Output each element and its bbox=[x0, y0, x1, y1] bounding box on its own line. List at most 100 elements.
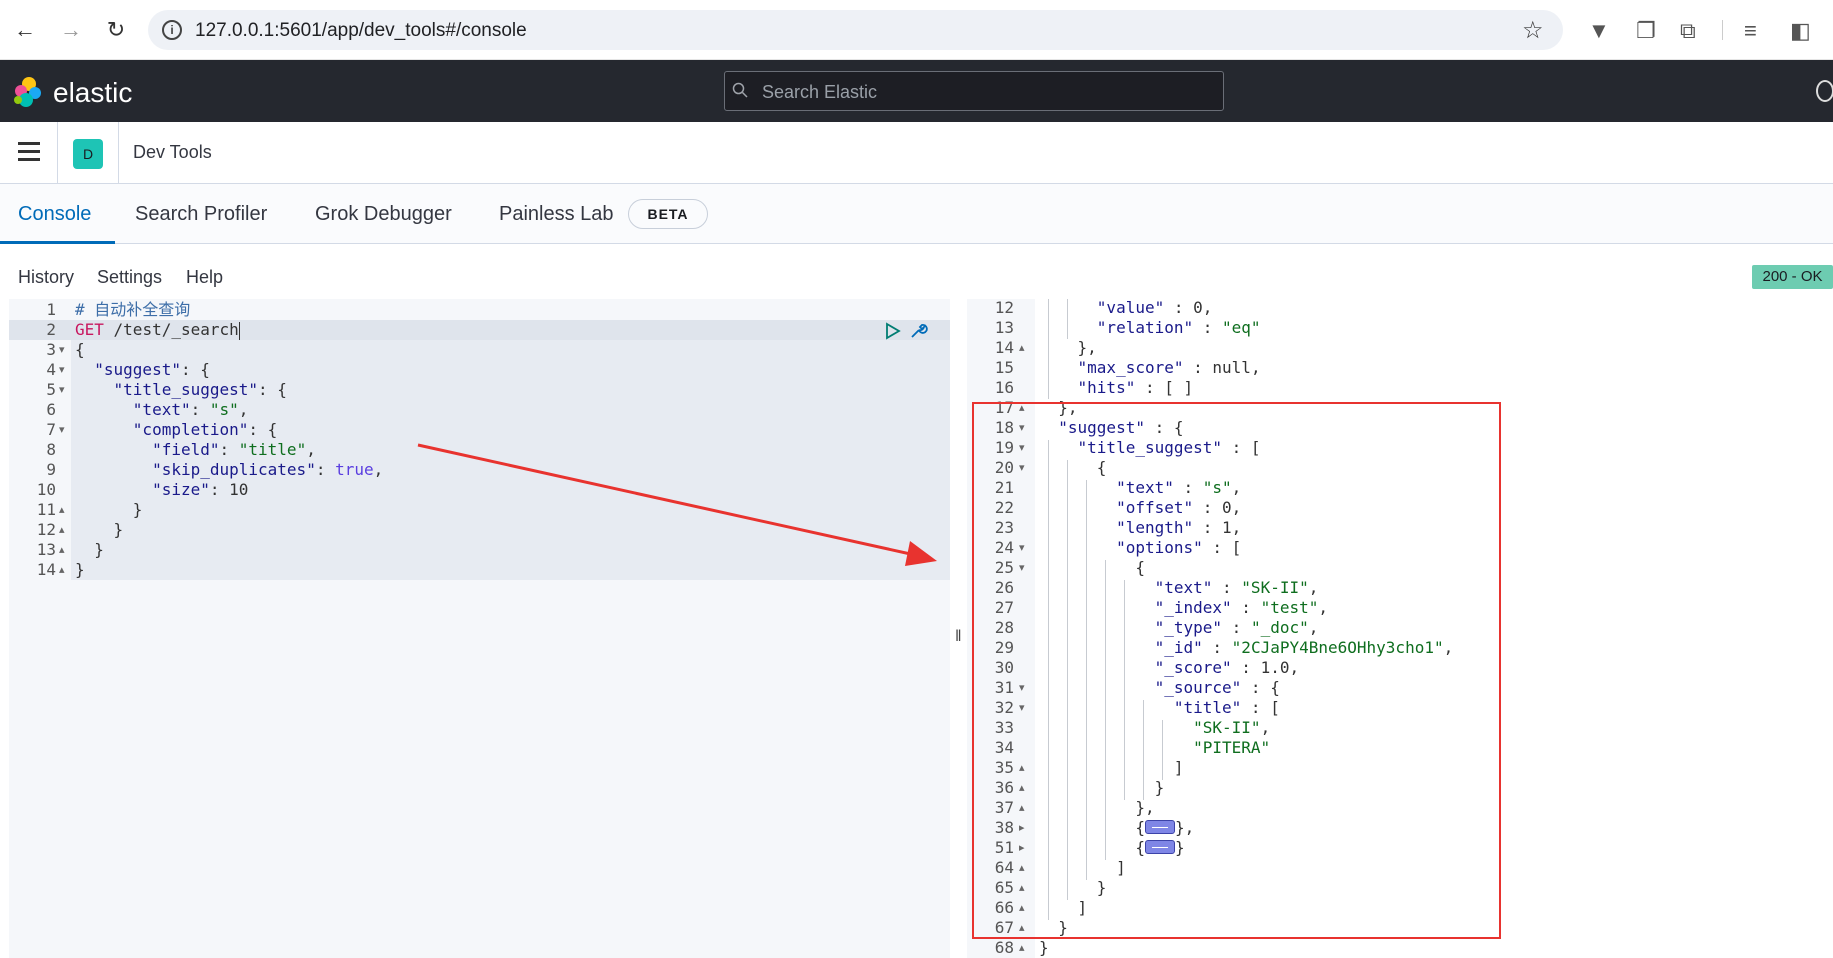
elastic-logo-text[interactable]: elastic bbox=[53, 77, 133, 108]
extension-v-icon[interactable]: ▼ bbox=[1588, 18, 1610, 43]
fold-arrow-icon[interactable]: ▾ bbox=[59, 364, 65, 376]
response-code-line: "value" : 0, bbox=[1096, 298, 1213, 317]
unfold-arrow-icon[interactable]: ▴ bbox=[1019, 802, 1025, 814]
response-code-line: "length" : 1, bbox=[1116, 518, 1242, 537]
collapsed-block-icon[interactable] bbox=[1144, 839, 1175, 854]
unfold-arrow-icon[interactable]: ▴ bbox=[1019, 762, 1025, 774]
request-line-number: 1 bbox=[46, 300, 56, 319]
help-menu-icon[interactable] bbox=[1816, 80, 1833, 102]
help-link[interactable]: Help bbox=[186, 267, 224, 287]
fold-arrow-icon[interactable]: ▾ bbox=[59, 344, 65, 356]
fold-arrow-icon[interactable]: ▾ bbox=[1019, 562, 1025, 574]
unfold-arrow-icon[interactable]: ▴ bbox=[59, 524, 65, 536]
response-code-line: { bbox=[1039, 458, 1107, 477]
request-line-number: 12 bbox=[36, 520, 56, 539]
hamburger-menu-icon[interactable] bbox=[18, 142, 40, 166]
response-line-number: 21 bbox=[994, 478, 1014, 497]
fold-arrow-icon[interactable]: ▾ bbox=[59, 424, 65, 436]
app-bar-divider bbox=[118, 122, 119, 184]
request-code-line[interactable]: "title_suggest": { bbox=[113, 380, 287, 399]
unfold-arrow-icon[interactable]: ▴ bbox=[1019, 902, 1025, 914]
unfold-arrow-icon[interactable]: ▴ bbox=[1019, 402, 1025, 414]
indent-guide bbox=[1048, 299, 1049, 399]
request-comment-line[interactable]: # 自动补全查询 bbox=[75, 300, 190, 320]
request-code-line[interactable]: "text": "s", bbox=[132, 400, 249, 419]
request-code-line[interactable]: } bbox=[75, 540, 104, 559]
unfold-arrow-icon[interactable]: ▴ bbox=[59, 504, 65, 516]
unfold-arrow-icon[interactable]: ▴ bbox=[1019, 882, 1025, 894]
extension-copy-icon[interactable]: ❐ bbox=[1636, 18, 1656, 43]
unfold-arrow-icon[interactable]: ▴ bbox=[59, 544, 65, 556]
history-link[interactable]: History bbox=[18, 267, 75, 287]
request-code-line[interactable]: "suggest": { bbox=[94, 360, 210, 379]
toolbar-separator bbox=[1722, 20, 1723, 40]
fold-arrow-icon[interactable]: ▾ bbox=[1019, 682, 1025, 694]
send-request-play-icon[interactable] bbox=[885, 322, 901, 340]
fold-arrow-icon[interactable]: ▾ bbox=[59, 384, 65, 396]
fold-arrow-icon[interactable]: ▾ bbox=[1019, 542, 1025, 554]
response-line-number: 13 bbox=[994, 318, 1014, 337]
fold-arrow-icon[interactable]: ▾ bbox=[1019, 442, 1025, 454]
tab-search-profiler[interactable]: Search Profiler bbox=[135, 203, 268, 225]
unfold-arrow-icon[interactable]: ▴ bbox=[1019, 782, 1025, 794]
request-code-line[interactable]: "field": "title", bbox=[152, 440, 316, 459]
bookmark-star-icon[interactable]: ☆ bbox=[1522, 17, 1544, 44]
side-panel-icon[interactable]: ◧ bbox=[1790, 18, 1811, 43]
request-line-number: 6 bbox=[46, 400, 56, 419]
request-code-line[interactable]: { bbox=[75, 340, 85, 359]
request-code-line[interactable]: "skip_duplicates": true, bbox=[152, 460, 384, 479]
collapsed-block-icon[interactable] bbox=[1144, 819, 1175, 834]
request-code-line[interactable]: "size": 10 bbox=[152, 480, 249, 499]
unfold-arrow-icon[interactable]: ▴ bbox=[1019, 942, 1025, 954]
response-line-number: 66 bbox=[994, 898, 1014, 917]
reload-icon[interactable]: ↻ bbox=[106, 17, 126, 42]
request-gutter bbox=[9, 299, 71, 958]
response-line-number: 34 bbox=[994, 738, 1014, 757]
reading-list-icon[interactable]: ≡ bbox=[1744, 18, 1757, 43]
fold-arrow-icon[interactable]: ▾ bbox=[1019, 702, 1025, 714]
request-code-line[interactable]: "completion": { bbox=[132, 420, 278, 439]
unfold-arrow-icon[interactable]: ▴ bbox=[1019, 342, 1025, 354]
request-line-number: 10 bbox=[36, 480, 56, 499]
request-line-number: 8 bbox=[46, 440, 56, 459]
panel-resize-handle[interactable]: ‖ bbox=[955, 628, 962, 645]
response-line-number: 29 bbox=[994, 638, 1014, 657]
response-code-line: "max_score" : null, bbox=[1077, 358, 1261, 377]
unfold-arrow-icon[interactable]: ▴ bbox=[1019, 922, 1025, 934]
request-code-line[interactable]: } bbox=[75, 560, 85, 579]
url-text[interactable]: 127.0.0.1:5601/app/dev_tools#/console bbox=[195, 20, 527, 41]
unfold-arrow-icon[interactable]: ▸ bbox=[1019, 822, 1025, 834]
response-line-number: 26 bbox=[994, 578, 1014, 597]
back-arrow-icon[interactable]: ← bbox=[14, 17, 36, 42]
breadcrumb[interactable]: Dev Tools bbox=[133, 142, 212, 162]
request-code-line[interactable]: } bbox=[75, 520, 124, 539]
fold-arrow-icon[interactable]: ▾ bbox=[1019, 422, 1025, 434]
forward-arrow-icon[interactable]: → bbox=[60, 17, 82, 42]
response-line-number: 36 bbox=[994, 778, 1014, 797]
response-code-line: }, bbox=[1039, 338, 1097, 357]
space-avatar[interactable]: D bbox=[73, 139, 103, 169]
unfold-arrow-icon[interactable]: ▴ bbox=[59, 564, 65, 576]
elastic-logo-icon[interactable] bbox=[12, 76, 44, 108]
tab-console[interactable]: Console bbox=[18, 203, 92, 225]
response-code-line: "hits" : [ ] bbox=[1077, 378, 1194, 397]
response-line-number: 14 bbox=[994, 338, 1014, 357]
unfold-arrow-icon[interactable]: ▴ bbox=[1019, 862, 1025, 874]
tab-painless-lab[interactable]: Painless Lab bbox=[499, 203, 614, 225]
response-code-line: {} bbox=[1039, 838, 1185, 857]
settings-link[interactable]: Settings bbox=[97, 267, 163, 287]
fold-arrow-icon[interactable]: ▾ bbox=[1019, 462, 1025, 474]
tab-grok-debugger[interactable]: Grok Debugger bbox=[315, 203, 452, 225]
request-line-number: 3 bbox=[46, 340, 56, 359]
response-code-line: "offset" : 0, bbox=[1116, 498, 1242, 517]
address-bar[interactable] bbox=[148, 10, 1563, 50]
wrench-actions-icon[interactable] bbox=[908, 321, 928, 341]
extensions-puzzle-icon[interactable]: ⧉ bbox=[1680, 18, 1696, 43]
request-code-line[interactable]: } bbox=[75, 500, 143, 519]
unfold-arrow-icon[interactable]: ▸ bbox=[1019, 842, 1025, 854]
response-line-number: 25 bbox=[994, 558, 1014, 577]
response-line-number: 37 bbox=[994, 798, 1014, 817]
site-info-icon[interactable]: i bbox=[162, 20, 182, 40]
request-method-line[interactable]: GET /test/_search bbox=[75, 320, 240, 340]
search-input[interactable] bbox=[762, 80, 1212, 104]
